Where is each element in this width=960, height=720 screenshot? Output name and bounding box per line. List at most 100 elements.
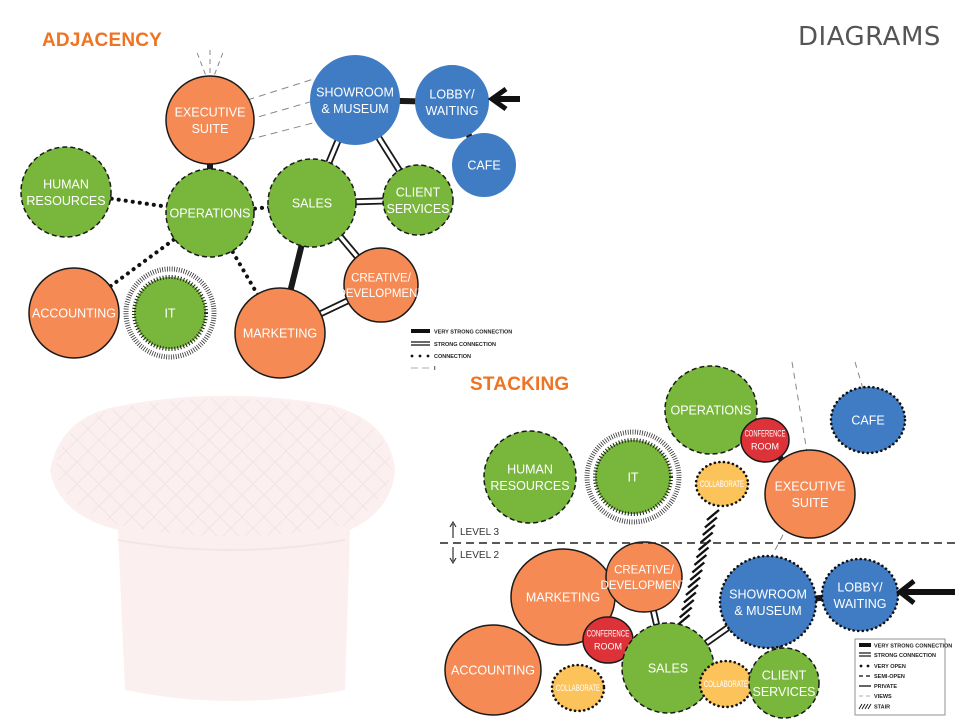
space-node-ops[interactable]: [165, 168, 255, 258]
space-node-hr[interactable]: [20, 146, 112, 238]
connection-connection: [102, 195, 175, 210]
space-node-cafe[interactable]: [452, 133, 516, 197]
space-node-lobby[interactable]: [820, 557, 900, 633]
space-labels: EXECUTIVE SUITE SHOWROOM & MUSEUM LOBBY/WAIT…: [26, 85, 886, 699]
space-node-collab2[interactable]: [550, 663, 606, 713]
space-label: HUMAN: [507, 462, 553, 476]
entry-arrow-icon: [895, 579, 955, 605]
space-label: ACCOUNTING: [451, 664, 535, 678]
space-label: OPERATIONS: [670, 404, 751, 418]
space-label: EXECUTIVE: [775, 479, 846, 493]
stacking-legend: VERY STRONG CONNECTION STRONG CONNECTION…: [854, 638, 952, 716]
space-label: SUITE: [792, 496, 829, 510]
space-node-sales[interactable]: [267, 158, 357, 248]
legend-label: STRONG CONNECTION: [434, 342, 496, 348]
connection-connection: [103, 233, 182, 292]
page-title: DIAGRAMS: [798, 22, 941, 52]
space-label: LOBBY/: [837, 580, 883, 594]
level-up-arrow-icon: [449, 520, 457, 538]
space-label: SERVICES: [387, 202, 450, 216]
space-label: SERVICES: [753, 685, 816, 699]
space-node-it[interactable]: [123, 266, 217, 360]
level-2-label: LEVEL 2: [460, 550, 500, 561]
space-label: MARKETING: [243, 327, 317, 341]
space-node-creative[interactable]: [605, 541, 683, 613]
space-node-showroom[interactable]: [718, 554, 818, 650]
space-label: CONFERENCE: [587, 629, 630, 639]
legend-label: VERY STRONG CONNECTION: [874, 644, 952, 650]
legend-label: PRIVATE: [874, 684, 897, 690]
space-label: COLLABORATE: [700, 479, 744, 489]
space-label: ROOM: [594, 642, 622, 652]
space-label: & MUSEUM: [321, 102, 388, 116]
space-node-accounting[interactable]: [444, 624, 542, 716]
space-label: CONFERENCE: [745, 429, 786, 439]
space-node-ops[interactable]: [664, 365, 758, 455]
space-node-accounting[interactable]: [28, 267, 120, 359]
space-label: SHOWROOM: [316, 85, 394, 99]
stacking-heading: STACKING: [470, 374, 570, 395]
space-label: ACCOUNTING: [32, 307, 116, 321]
space-node-marketing[interactable]: [234, 287, 326, 379]
stacking-diagram: [444, 361, 955, 719]
space-label: SHOWROOM: [729, 587, 807, 601]
connection-very-strong: [285, 235, 307, 300]
connection-views: [247, 77, 317, 141]
space-node-creative[interactable]: [343, 247, 419, 323]
space-node-cafe[interactable]: [829, 385, 907, 455]
space-node-exec[interactable]: [165, 75, 255, 165]
space-label: IT: [164, 307, 175, 321]
space-label: WAITING: [833, 597, 886, 611]
legend-label: STAIR: [874, 705, 890, 711]
space-label: EXECUTIVE: [175, 105, 246, 119]
space-label: SALES: [648, 662, 688, 676]
armchair-image: [50, 395, 395, 701]
space-label: CLIENT: [396, 185, 441, 199]
adjacency-legend: VERY STRONG CONNECTION STRONG CONNECTION…: [410, 329, 512, 372]
legend-label: I: [434, 366, 436, 372]
level-down-arrow-icon: [449, 547, 457, 565]
space-label: IT: [627, 471, 638, 485]
space-label: RESOURCES: [26, 194, 105, 208]
space-label: COLLABORATE: [556, 683, 600, 693]
connection-strong: [371, 129, 407, 180]
space-label: MARKETING: [526, 591, 600, 605]
view-ray: [213, 52, 224, 77]
space-label: CAFE: [467, 159, 500, 173]
space-label: DEVELOPMENT: [338, 288, 425, 300]
space-node-collab1[interactable]: [694, 460, 750, 508]
legend-label: VIEWS: [874, 694, 892, 700]
legend-label: SEMI-OPEN: [874, 674, 905, 680]
space-node-hr[interactable]: [483, 430, 577, 524]
legend-label: STRONG CONNECTION: [874, 653, 936, 659]
space-node-exec[interactable]: [764, 449, 856, 539]
legend-label: VERY STRONG CONNECTION: [434, 330, 512, 336]
space-node-client[interactable]: [382, 164, 454, 236]
space-label: CLIENT: [762, 668, 807, 682]
stair-icon[interactable]: [676, 509, 720, 626]
space-label: & MUSEUM: [734, 604, 801, 618]
space-node-showroom[interactable]: [310, 55, 400, 145]
space-label: RESOURCES: [490, 479, 569, 493]
space-label: CAFE: [851, 414, 884, 428]
legend-label: CONNECTION: [434, 354, 471, 360]
space-label: OPERATIONS: [169, 207, 250, 221]
space-label: CREATIVE/: [614, 564, 675, 576]
space-node-lobby[interactable]: [415, 65, 489, 139]
connection-connection: [227, 243, 263, 302]
view-lines: [769, 361, 865, 561]
space-label: LOBBY/: [429, 87, 475, 101]
space-node-client[interactable]: [748, 647, 820, 719]
legend-label: VERY OPEN: [874, 664, 906, 670]
space-label: CREATIVE/: [351, 272, 412, 284]
space-label: WAITING: [425, 104, 478, 118]
space-label: SALES: [292, 197, 332, 211]
space-label: DEVELOPMENT: [601, 580, 688, 592]
space-label: HUMAN: [43, 177, 89, 191]
space-label: COLLABORATE: [704, 679, 748, 689]
space-node-it[interactable]: [584, 429, 682, 525]
view-ray: [196, 52, 207, 77]
level-3-label: LEVEL 3: [460, 527, 500, 538]
space-node-conf1[interactable]: [740, 417, 790, 463]
